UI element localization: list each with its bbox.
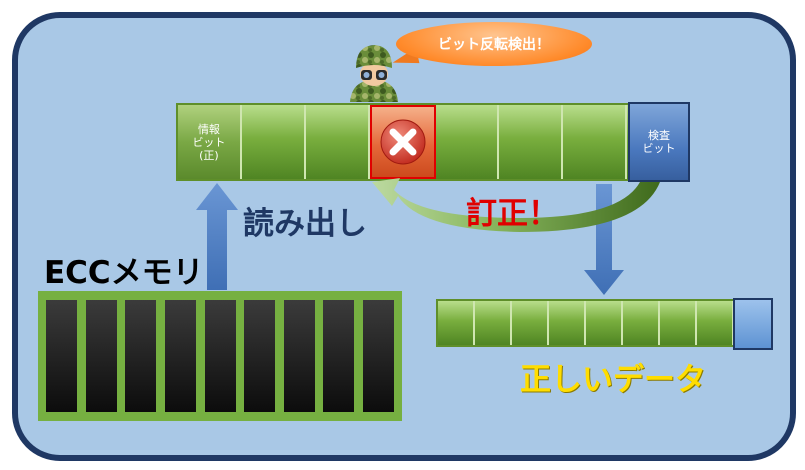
memory-chip bbox=[125, 300, 157, 412]
result-bit-cell bbox=[475, 301, 512, 345]
memory-chip bbox=[283, 300, 315, 412]
memory-chip bbox=[363, 300, 394, 412]
result-bit-cell bbox=[697, 301, 734, 345]
correction-curve-arrow bbox=[372, 178, 660, 232]
data-bit-cell bbox=[305, 105, 370, 179]
soldier-with-binoculars-icon bbox=[350, 45, 398, 102]
output-down-arrow bbox=[584, 184, 624, 295]
memory-chip bbox=[46, 300, 77, 412]
result-bit-cell bbox=[586, 301, 623, 345]
correct-data-label: 正しいデータ bbox=[520, 362, 706, 398]
data-bit-cell bbox=[563, 105, 628, 179]
ecc-memory-label: ECCメモリ bbox=[44, 255, 204, 291]
result-bit-cell bbox=[660, 301, 697, 345]
info-bit-label-line-1: 情報 bbox=[197, 122, 220, 136]
result-bit-cell bbox=[512, 301, 549, 345]
memory-chip bbox=[85, 300, 117, 412]
info-bit-cell: 情報 ビット (正) bbox=[178, 105, 242, 179]
speech-bubble: ビット反転検出！ bbox=[396, 22, 592, 66]
info-bit-label-line-3: (正) bbox=[199, 148, 219, 162]
check-bit-cell: 検査 ビット bbox=[628, 102, 690, 182]
memory-chip bbox=[323, 300, 355, 412]
bubble-text: ビット反転検出！ bbox=[438, 37, 550, 53]
info-bit-label-line-2: ビット bbox=[192, 135, 226, 149]
read-label: 読み出し bbox=[243, 206, 367, 242]
memory-chip bbox=[204, 300, 236, 412]
result-bit-cell bbox=[549, 301, 586, 345]
memory-chip bbox=[244, 300, 276, 412]
data-bit-cell bbox=[499, 105, 564, 179]
corrected-data-bar bbox=[436, 299, 736, 347]
check-bit-label-line-1: 検査 bbox=[648, 129, 670, 142]
data-bit-cell bbox=[241, 105, 306, 179]
ecc-memory-module bbox=[38, 291, 402, 421]
read-up-arrow bbox=[196, 183, 238, 290]
memory-chip bbox=[164, 300, 196, 412]
error-bit-cell bbox=[369, 105, 436, 179]
result-bit-cell bbox=[438, 301, 475, 345]
result-check-bit-cell bbox=[733, 298, 773, 350]
data-bit-cell bbox=[435, 105, 500, 179]
x-circle-icon bbox=[380, 119, 426, 165]
check-bit-label-line-2: ビット bbox=[642, 142, 676, 155]
correct-label: 訂正！ bbox=[466, 196, 559, 232]
result-bit-cell bbox=[623, 301, 660, 345]
